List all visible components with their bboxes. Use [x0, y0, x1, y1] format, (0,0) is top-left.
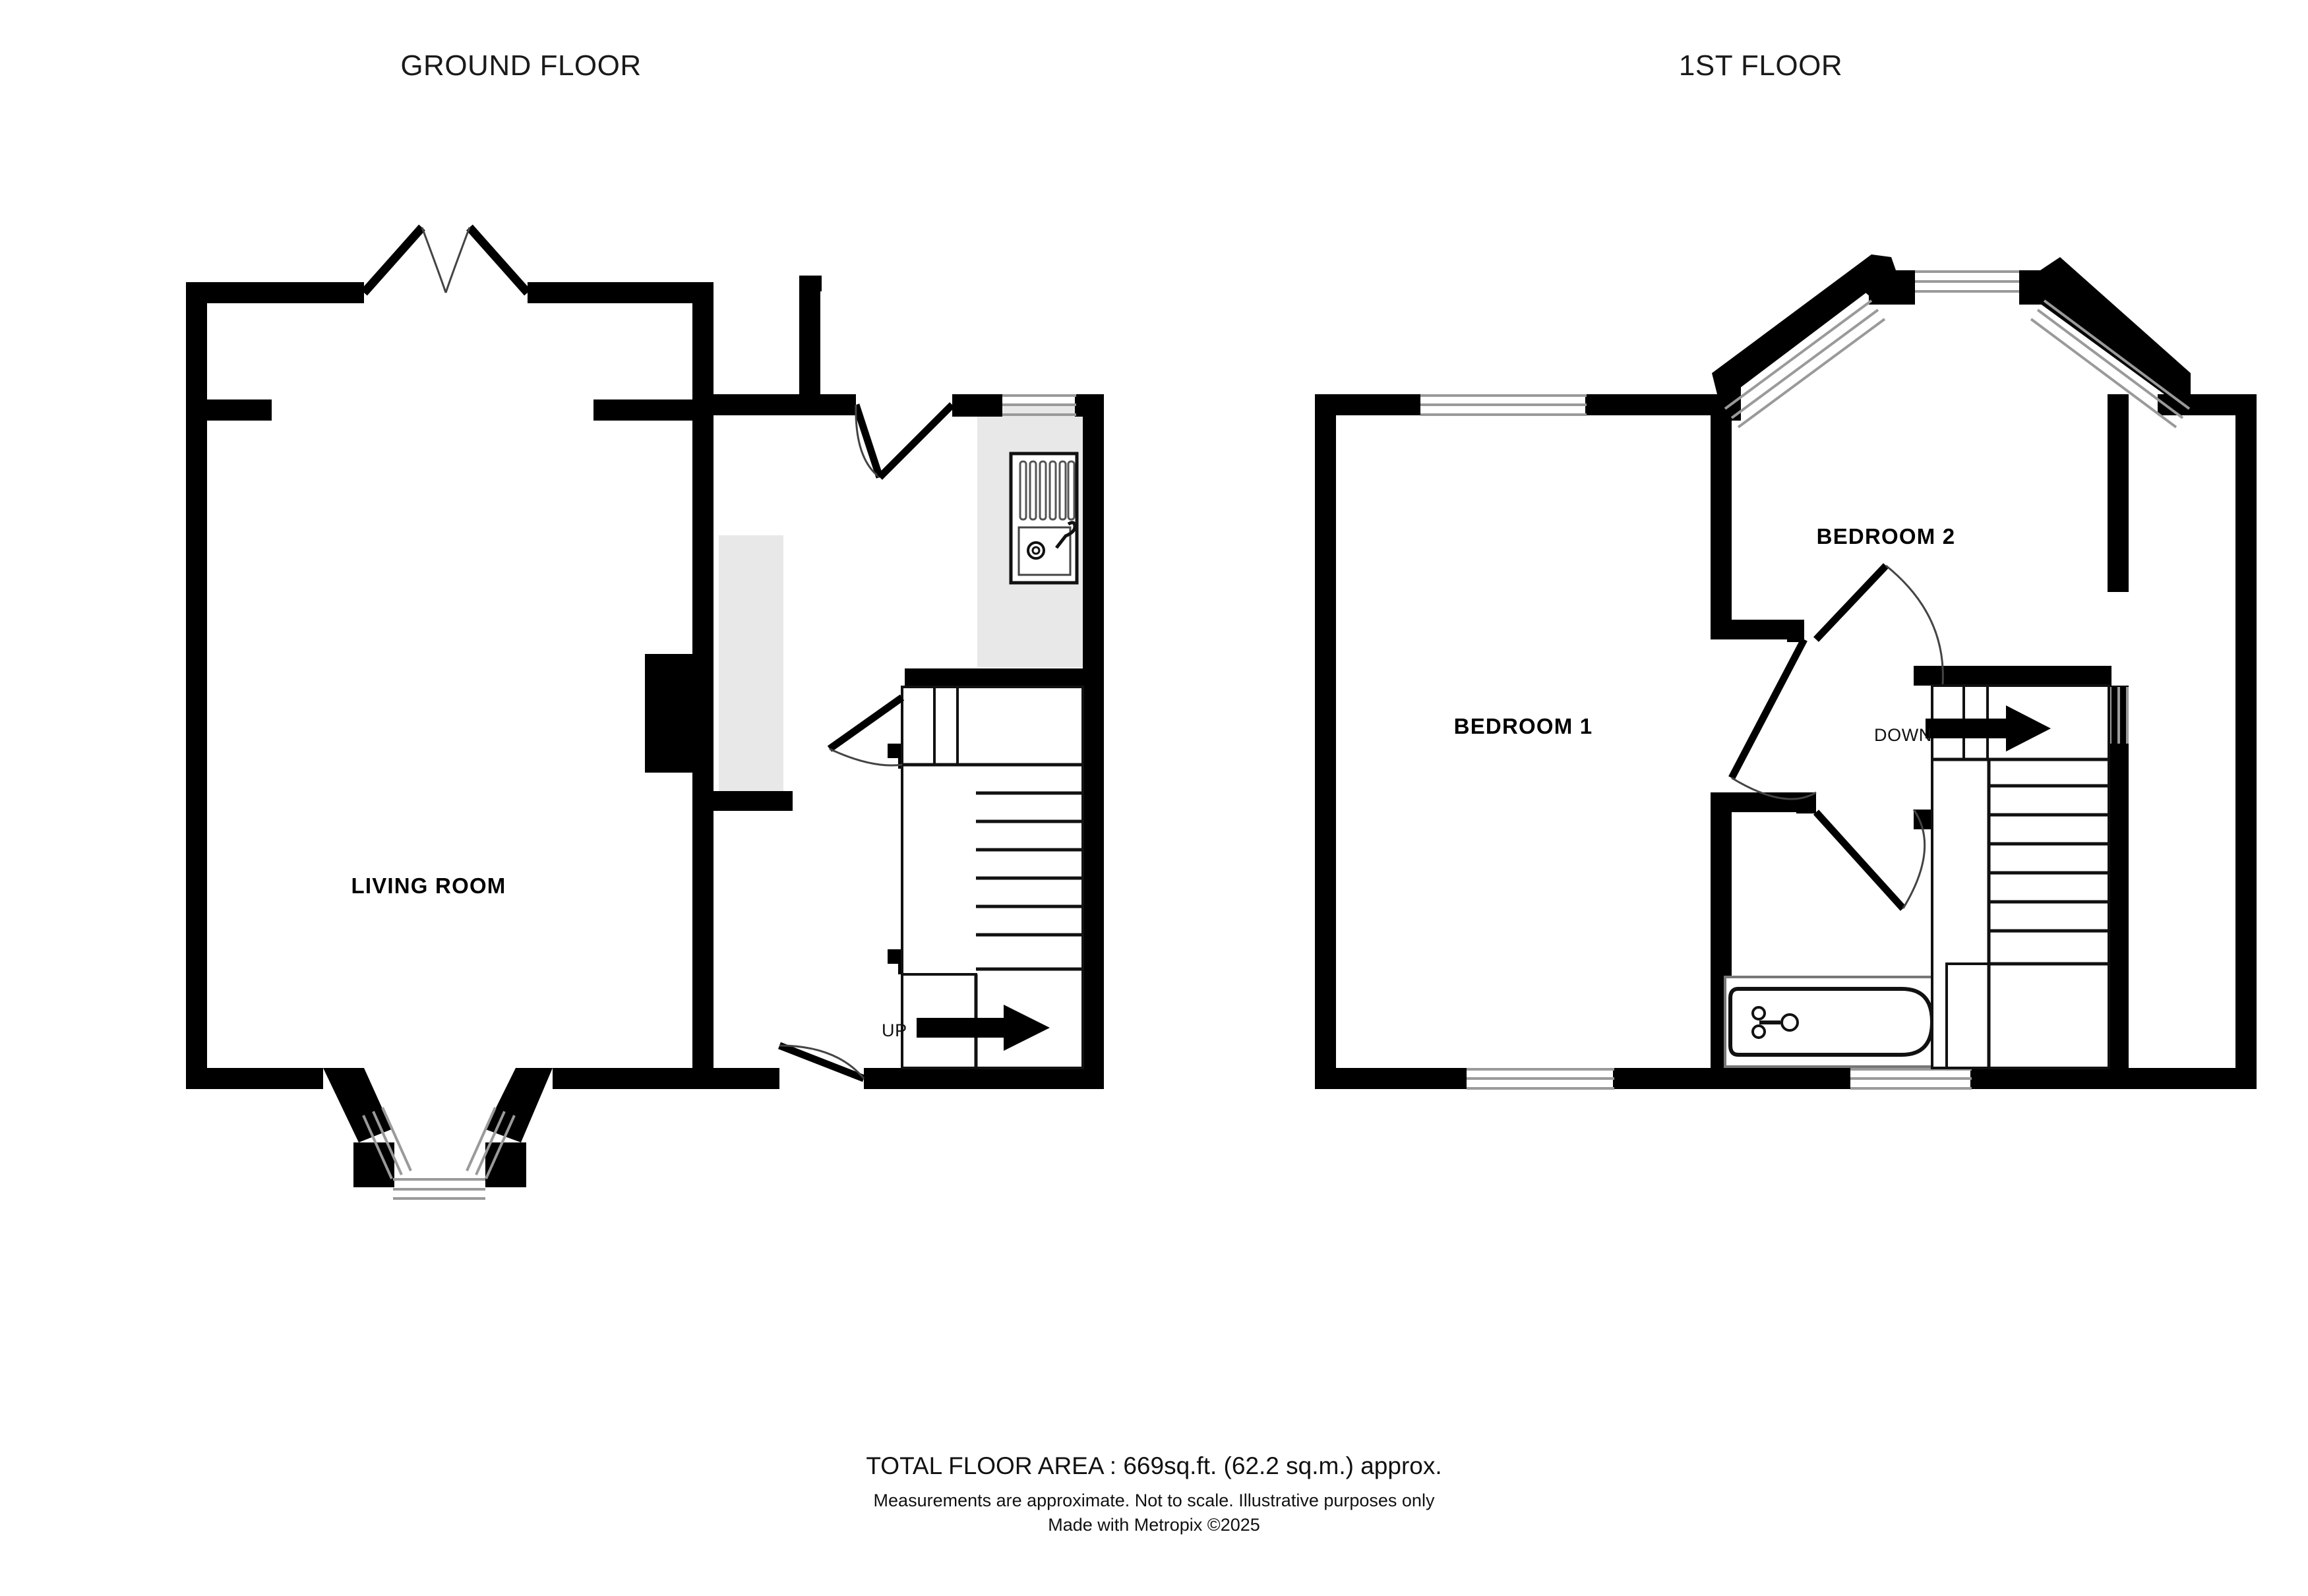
bathtub-icon — [1724, 976, 1939, 1068]
double-door-icon — [361, 224, 531, 296]
arrow-right-icon — [917, 1005, 1050, 1051]
room-label-bedroom-1: BEDROOM 1 — [1453, 714, 1593, 738]
room-label-bedroom-2: BEDROOM 2 — [1816, 524, 1956, 548]
door-swing-icon — [827, 694, 905, 767]
room-label-living-room: LIVING ROOM — [351, 873, 506, 898]
footer: TOTAL FLOOR AREA : 669sq.ft. (62.2 sq.m.… — [0, 1450, 2308, 1538]
disclaimer-text: Measurements are approximate. Not to sca… — [873, 1491, 1435, 1511]
stair-direction-down-label: DOWN — [1874, 725, 1932, 745]
door-swing-icon — [1813, 809, 1926, 911]
arrow-right-icon — [1926, 705, 2051, 752]
ground-exterior-walls — [186, 282, 793, 1187]
first-floor-plan — [1315, 254, 2257, 1090]
bay-window-icon — [362, 1107, 516, 1200]
stairs-icon — [901, 686, 1084, 1069]
bay-window-icon — [1724, 270, 2191, 429]
stair-direction-up-label: UP — [882, 1020, 907, 1040]
total-floor-area-text: TOTAL FLOOR AREA : 669sq.ft. (62.2 sq.m.… — [866, 1452, 1442, 1479]
first-floor-title: 1ST FLOOR — [1678, 49, 1843, 82]
door-swing-icon — [1728, 637, 1817, 800]
door-swing-icon — [1813, 563, 1944, 685]
stairs-icon — [1931, 684, 2110, 1069]
door-swing-icon — [777, 1042, 866, 1082]
window-icon — [1420, 394, 2129, 1090]
credit-text: Made with Metropix ©2025 — [1048, 1515, 1260, 1535]
ground-floor-title: GROUND FLOOR — [400, 49, 642, 82]
sink-icon — [1009, 452, 1079, 585]
ground-floor-plan — [186, 224, 1104, 1200]
door-swing-icon — [877, 402, 955, 480]
door-swing-icon — [852, 403, 884, 479]
window-icon — [1002, 394, 1076, 416]
